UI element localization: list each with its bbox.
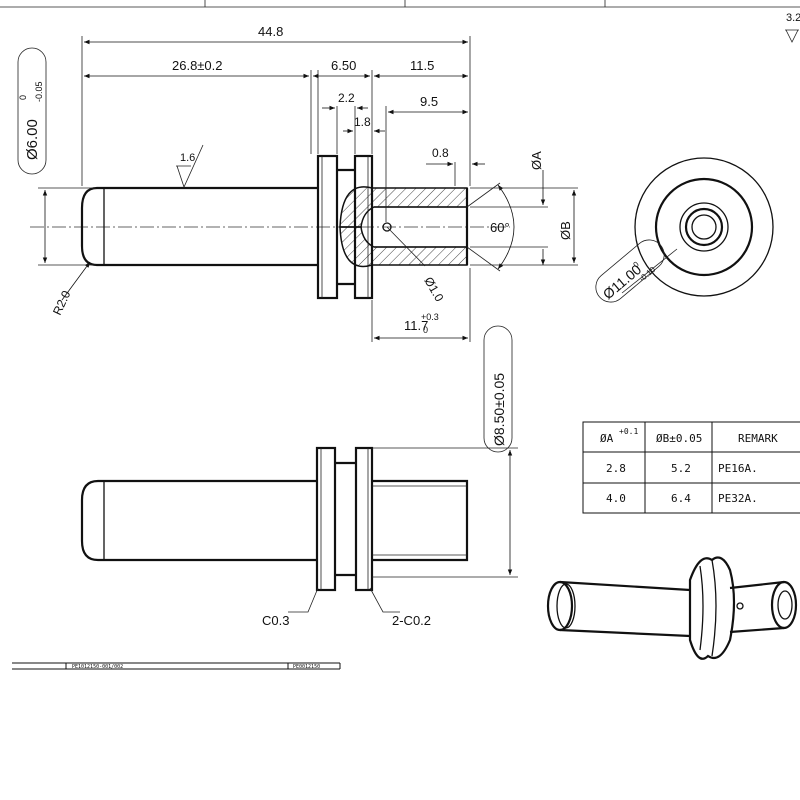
cone-angle-arc [497, 184, 515, 270]
table-cell: PE16A. [718, 462, 758, 475]
side-flange [315, 446, 337, 592]
section-view: Ø1.0 60° ØA ØB R2.0 Ø6.00 0 -0.05 1.6 [17, 24, 578, 342]
border-ticks [204, 0, 606, 7]
flange-outline [316, 154, 339, 300]
svg-text:44.8: 44.8 [258, 24, 283, 39]
svg-text:-0.05: -0.05 [34, 81, 44, 102]
side-shank [80, 479, 317, 562]
title-block: PE1012150-001/002 PE0012150 [12, 662, 341, 670]
svg-text:1.6: 1.6 [180, 152, 195, 164]
svg-text:9.5: 9.5 [420, 94, 438, 109]
table-cell: 2.8 [606, 462, 626, 475]
chamfer-a-label: C0.3 [262, 613, 289, 628]
table-header-a: ØA [600, 432, 614, 445]
svg-text:PE1012150-001/002: PE1012150-001/002 [72, 664, 123, 670]
svg-text:0: 0 [423, 325, 428, 335]
svg-text:0.8: 0.8 [432, 146, 449, 160]
local-roughness-symbol [176, 144, 204, 189]
svg-text:11.7: 11.7 [404, 318, 428, 333]
chamfer-b-label: 2-C0.2 [392, 613, 431, 628]
table-cell: PE32A. [718, 492, 758, 505]
chamfer-a-leader [288, 587, 319, 613]
svg-text:0: 0 [632, 259, 642, 269]
collar-dia-bubble [483, 325, 513, 453]
shank-dia-label: Ø6.00 [24, 119, 41, 160]
svg-text:0: 0 [18, 95, 28, 100]
svg-text:-0.10: -0.10 [638, 265, 658, 284]
table-cell: 4.0 [606, 492, 626, 505]
cross-hole [382, 222, 392, 232]
svg-text:6.50: 6.50 [331, 58, 356, 73]
table-header-b: ØB±0.05 [656, 432, 702, 445]
collar-dia-label: Ø8.50±0.05 [491, 373, 507, 446]
shank-outline [80, 186, 318, 267]
dimension-table: ØA +0.1 ØB±0.05 REMARK 2.8 5.2 PE16A. 4.… [582, 421, 800, 514]
iso-flanges [688, 556, 736, 660]
end-radius-label: R2.0 [50, 288, 74, 317]
svg-text:2.2: 2.2 [338, 91, 355, 105]
table-header-remark: REMARK [738, 432, 778, 445]
side-collar [354, 446, 374, 592]
svg-text:26.8±0.2: 26.8±0.2 [172, 58, 223, 73]
svg-text:3.2: 3.2 [786, 12, 800, 24]
svg-text:+0.3: +0.3 [421, 312, 439, 322]
shank-dia-bubble [17, 47, 47, 175]
outer-flange-circle [634, 157, 774, 297]
general-roughness-symbol: 3.2 [785, 12, 800, 43]
side-tube [372, 479, 469, 562]
table-cell: 5.2 [671, 462, 691, 475]
table-cell: 6.4 [671, 492, 691, 505]
tube-od-circle [684, 207, 724, 247]
cross-hole-label: Ø1.0 [421, 275, 446, 305]
iso-cross-hole [736, 602, 744, 610]
svg-text:PE0012150: PE0012150 [293, 664, 320, 670]
flange-dia-bubble [595, 239, 665, 303]
dia-a-label: ØA [529, 151, 544, 170]
svg-text:+0.1: +0.1 [619, 427, 638, 436]
bore-circle [691, 214, 717, 240]
side-view: Ø8.50±0.05 C0.3 2-C0.2 [80, 325, 518, 628]
dia-b-label: ØB [558, 221, 573, 240]
flange-circle [654, 177, 754, 277]
svg-text:11.5: 11.5 [410, 58, 434, 73]
end-view: Ø11.00 0 -0.10 [595, 157, 774, 303]
cone-angle-label: 60° [490, 220, 510, 235]
isometric-view [546, 556, 798, 660]
svg-text:1.8: 1.8 [354, 115, 371, 129]
chamfer-b-leader [369, 587, 400, 613]
